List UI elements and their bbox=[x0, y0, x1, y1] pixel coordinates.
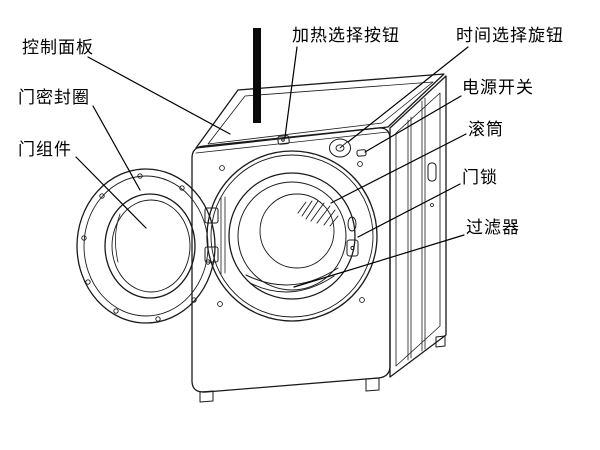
leader-filter bbox=[293, 234, 465, 288]
time-select-knob bbox=[329, 138, 351, 158]
leader-door-assembly bbox=[75, 156, 147, 229]
leader-time-select-knob bbox=[347, 46, 469, 143]
leader-lines bbox=[75, 46, 469, 288]
filter-ledge bbox=[245, 267, 339, 293]
machine-top-panel bbox=[195, 73, 445, 154]
power-switch bbox=[356, 149, 367, 157]
heating-select-button bbox=[277, 135, 290, 145]
machine-front-panel bbox=[191, 127, 391, 393]
door-lock bbox=[346, 216, 359, 257]
door-opening bbox=[206, 150, 378, 322]
exhaust-vent-bar bbox=[253, 28, 261, 123]
door-rim-screws bbox=[81, 173, 211, 322]
label-door-seal-ring: 门密封圈 bbox=[18, 88, 90, 108]
label-door-assembly: 门组件 bbox=[18, 140, 72, 160]
leader-control-panel bbox=[87, 56, 231, 135]
detached-door bbox=[76, 168, 216, 324]
label-heating-select-button: 加热选择按钮 bbox=[292, 26, 400, 46]
label-door-lock: 门锁 bbox=[462, 168, 498, 188]
leader-power-switch bbox=[364, 95, 462, 153]
label-filter: 过滤器 bbox=[466, 218, 520, 238]
drum bbox=[259, 193, 339, 269]
door-hinges bbox=[204, 196, 226, 275]
leader-door-seal-ring bbox=[92, 105, 141, 191]
side-handle bbox=[427, 162, 437, 182]
leader-heating-select-button bbox=[284, 46, 298, 138]
label-time-select-knob: 时间选择旋钮 bbox=[456, 26, 564, 46]
label-control-panel: 控制面板 bbox=[22, 38, 94, 58]
leader-drum bbox=[330, 133, 467, 204]
leader-door-lock bbox=[357, 183, 461, 238]
label-drum: 滚筒 bbox=[468, 120, 504, 140]
machine-feet bbox=[199, 335, 446, 403]
label-power-switch: 电源开关 bbox=[462, 78, 534, 98]
